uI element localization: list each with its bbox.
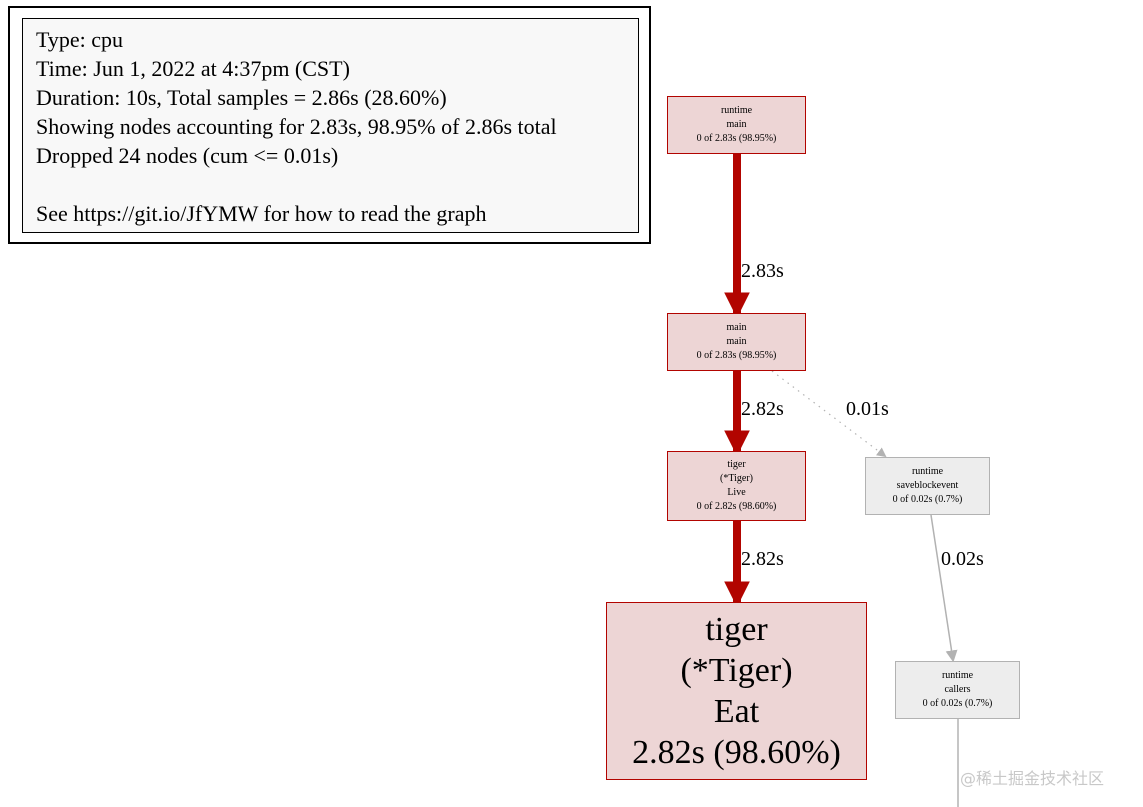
node-stat: 0 of 2.83s (98.95%) [696, 350, 777, 361]
node-package: tiger [705, 611, 768, 648]
node-type: (*Tiger) [680, 652, 793, 689]
node-stat: 2.82s (98.60%) [632, 734, 841, 771]
node-package: runtime [911, 466, 944, 477]
watermark: @稀土掘金技术社区 [960, 769, 1105, 788]
node-function: callers [944, 684, 971, 695]
node-runtime-callers[interactable]: runtime callers 0 of 0.02s (0.7%) [895, 661, 1020, 719]
node-package: tiger [727, 459, 746, 470]
node-package: main [726, 322, 747, 333]
node-stat: 0 of 2.83s (98.95%) [696, 133, 777, 144]
node-function: main [726, 119, 747, 130]
node-runtime-saveblockevent[interactable]: runtime saveblockevent 0 of 0.02s (0.7%) [865, 457, 990, 515]
node-function: Live [727, 487, 746, 498]
node-package: runtime [941, 670, 974, 681]
legend-type: Type: cpu [36, 27, 124, 52]
node-tiger-live[interactable]: tiger (*Tiger) Live 0 of 2.82s (98.60%) [667, 451, 806, 521]
edge-label-main-main-to-tiger-live: 2.82s [741, 398, 784, 420]
node-function: main [726, 336, 747, 347]
node-main-main[interactable]: main main 0 of 2.83s (98.95%) [667, 313, 806, 371]
node-function: Eat [713, 693, 760, 730]
edge-label-main-main-to-saveblockevent: 0.01s [846, 398, 889, 420]
node-stat: 0 of 0.02s (0.7%) [892, 494, 963, 505]
edge-saveblockevent-to-callers[interactable] [930, 514, 958, 663]
legend-showing: Showing nodes accounting for 2.83s, 98.9… [36, 114, 557, 139]
node-stat: 0 of 2.82s (98.60%) [696, 501, 777, 512]
edge-main-main-to-saveblockevent[interactable] [771, 370, 887, 458]
edge-label-runtime-main-to-main-main: 2.83s [741, 260, 784, 282]
legend-time: Time: Jun 1, 2022 at 4:37pm (CST) [36, 56, 350, 81]
legend-help-link: See https://git.io/JfYMW for how to read… [36, 201, 487, 226]
node-runtime-main[interactable]: runtime main 0 of 2.83s (98.95%) [667, 96, 806, 154]
node-tiger-eat[interactable]: tiger (*Tiger) Eat 2.82s (98.60%) [606, 602, 867, 780]
node-package: runtime [720, 105, 753, 116]
node-type: (*Tiger) [720, 473, 753, 484]
legend-duration: Duration: 10s, Total samples = 2.86s (28… [36, 85, 447, 110]
node-function: saveblockevent [896, 480, 959, 491]
legend-box: Type: cpu Time: Jun 1, 2022 at 4:37pm (C… [22, 18, 639, 233]
edge-label-tiger-live-to-tiger-eat: 2.82s [741, 548, 784, 570]
edge-label-saveblockevent-to-callers: 0.02s [941, 548, 984, 570]
legend-dropped: Dropped 24 nodes (cum <= 0.01s) [36, 143, 339, 168]
node-stat: 0 of 0.02s (0.7%) [922, 698, 993, 709]
